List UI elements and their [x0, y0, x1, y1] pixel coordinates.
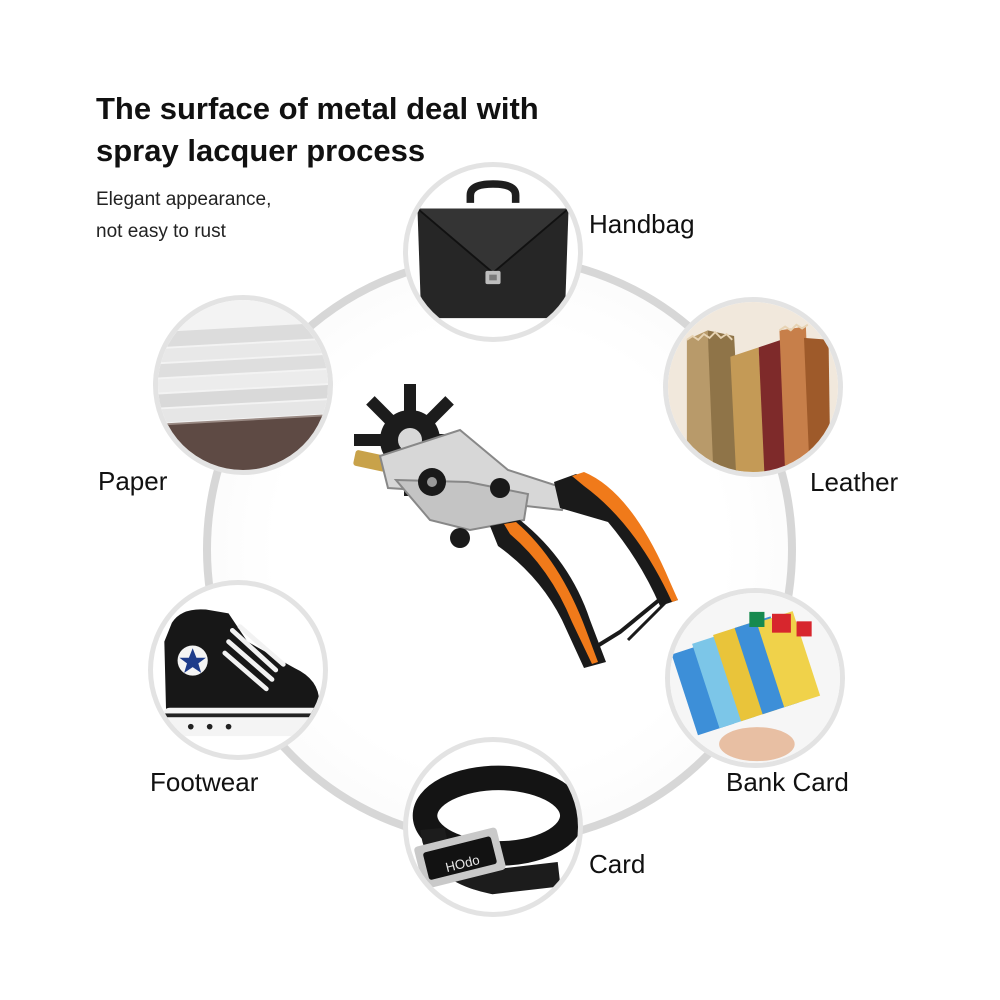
- label-footwear: Footwear: [150, 767, 259, 797]
- card-bubble: HOdo: [403, 737, 583, 917]
- headline-line-1: The surface of metal deal with: [96, 91, 539, 126]
- belt-image: HOdo: [412, 765, 578, 895]
- hole-punch-pliers-image: [353, 384, 678, 668]
- bank-card-bubble: [665, 588, 845, 768]
- handbag-bubble: [403, 162, 583, 342]
- leather-image: [668, 302, 838, 472]
- sneaker-image: [162, 609, 322, 737]
- headline: The surface of metal deal with spray lac…: [96, 88, 539, 172]
- subheadline-line-2: not easy to rust: [96, 221, 226, 242]
- subheadline: Elegant appearance, not easy to rust: [96, 184, 271, 248]
- leather-bubble: [663, 297, 843, 477]
- handbag-image: [416, 180, 570, 319]
- label-handbag: Handbag: [589, 209, 695, 239]
- paper-image: [158, 300, 328, 470]
- headline-line-2: spray lacquer process: [96, 133, 426, 168]
- footwear-bubble: [148, 580, 328, 760]
- subheadline-line-1: Elegant appearance,: [96, 189, 272, 210]
- paper-bubble: [153, 295, 333, 475]
- hole-punch-pliers: [340, 370, 700, 690]
- label-bank-card: Bank Card: [726, 767, 849, 797]
- bank-cards-image: [670, 593, 840, 763]
- label-card: Card: [589, 849, 646, 879]
- label-paper: Paper: [98, 466, 168, 496]
- label-leather: Leather: [810, 467, 899, 497]
